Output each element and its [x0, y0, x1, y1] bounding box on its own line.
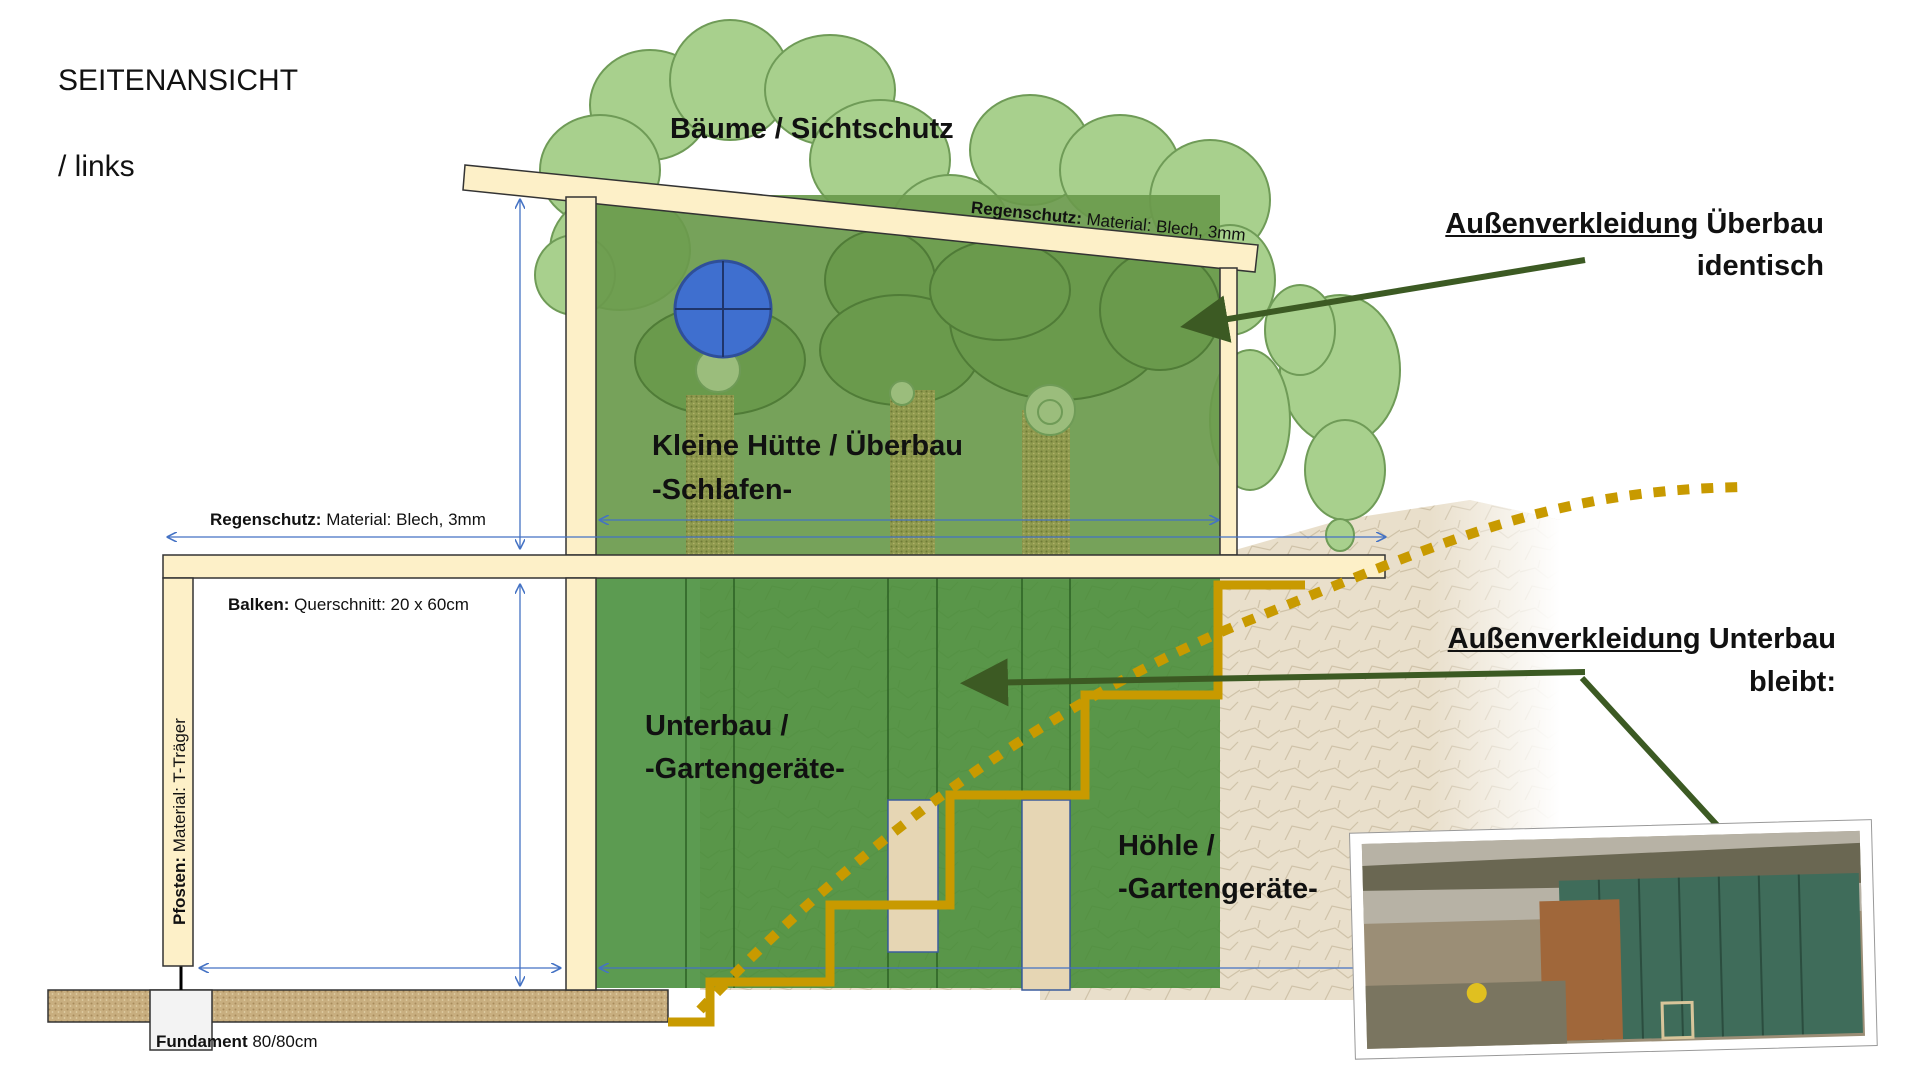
callout-lower-ul: Außenverkleidung	[1447, 623, 1701, 655]
dimension-lines	[168, 200, 1385, 985]
callout-lower-line1: Außenverkleidung Unterbau	[1448, 623, 1836, 656]
shed-photo	[1349, 819, 1878, 1060]
upper-post-right	[1219, 267, 1238, 556]
label-cave-2: -Gartengeräte-	[1118, 873, 1318, 905]
slope-line	[696, 482, 1746, 1014]
trunk-1	[686, 395, 734, 555]
deck-rain-text: Material: Blech, 3mm	[326, 510, 486, 529]
deck-rain-bold: Regenschutz:	[210, 510, 322, 529]
floor-beam	[162, 554, 1386, 579]
upper-post-left	[565, 196, 597, 556]
callout-lower-line2: bleibt:	[1749, 666, 1836, 698]
page-subtitle: / links	[58, 150, 135, 183]
foundation-bold: Fundament	[156, 1032, 248, 1051]
label-trees: Bäume / Sichtschutz	[670, 113, 954, 145]
foundation-annotation: Fundament 80/80cm	[156, 1032, 318, 1052]
label-upper-1: Kleine Hütte / Überbau	[652, 430, 963, 462]
inner-post-1	[887, 799, 939, 953]
page-title: SEITENANSICHT	[58, 64, 299, 97]
post-text: Material: T-Träger	[170, 718, 189, 853]
beam-bold: Balken:	[228, 595, 290, 614]
inner-post-2	[1021, 799, 1071, 991]
post-annotation: Pfosten: Material: T-Träger	[170, 718, 190, 925]
post-left	[162, 577, 194, 967]
callout-lower-rest: Unterbau	[1708, 623, 1836, 655]
foundation	[149, 989, 213, 1051]
foundation-text: 80/80cm	[252, 1032, 318, 1051]
deck-rain-annotation: Regenschutz: Material: Blech, 3mm	[210, 510, 486, 530]
callout-upper-line1: Außenverkleidung Überbau	[1445, 208, 1824, 241]
post-bold: Pfosten:	[170, 857, 189, 925]
lower-post-middle	[565, 577, 597, 991]
ground	[47, 989, 669, 1023]
trunk-2	[890, 390, 935, 555]
round-window-icon	[673, 259, 773, 359]
callout-upper-ul: Außenverkleidung	[1445, 208, 1699, 240]
label-lower-1: Unterbau /	[645, 710, 789, 742]
roof	[462, 164, 1259, 273]
callout-upper-rest: Überbau	[1706, 208, 1824, 240]
label-cave-1: Höhle /	[1118, 830, 1215, 862]
beam-text: Querschnitt: 20 x 60cm	[294, 595, 469, 614]
label-upper-2: -Schlafen-	[652, 474, 793, 506]
label-lower-2: -Gartengeräte-	[645, 753, 845, 785]
callout-upper-line2: identisch	[1696, 250, 1824, 282]
beam-annotation: Balken: Querschnitt: 20 x 60cm	[228, 595, 469, 615]
arrow-lower	[960, 658, 1586, 707]
arrow-upper	[1180, 257, 1586, 343]
